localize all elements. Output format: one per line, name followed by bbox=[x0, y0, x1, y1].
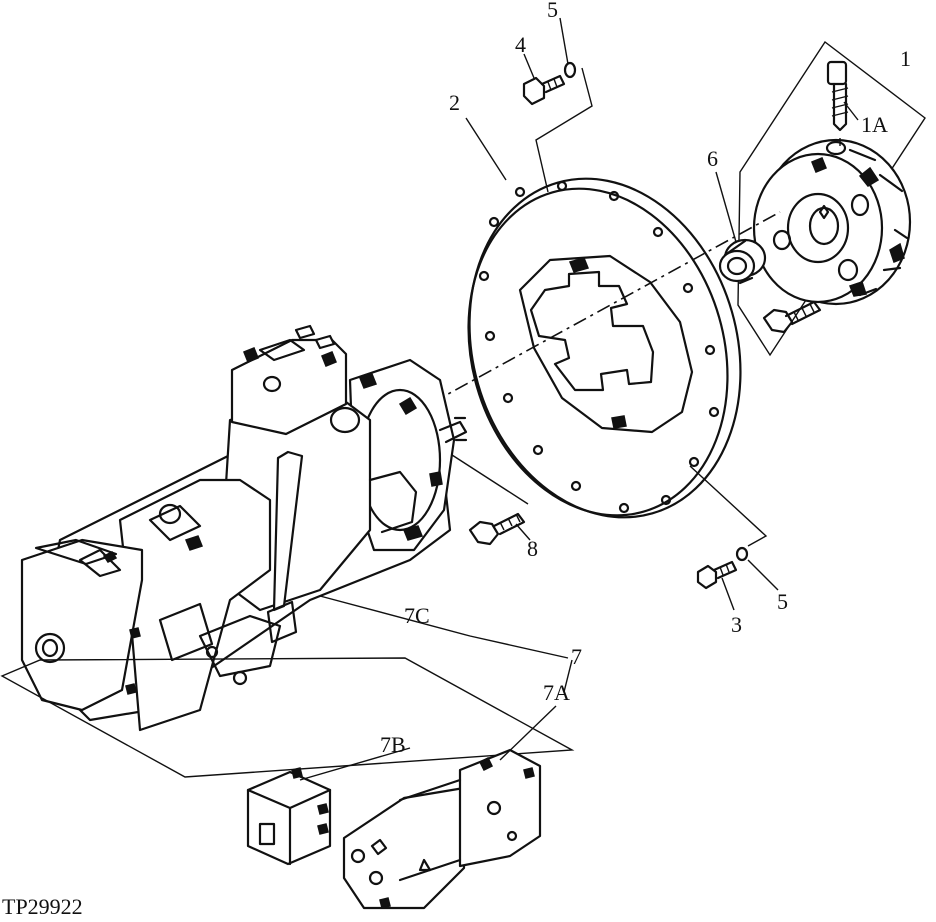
bolt-part-8 bbox=[468, 512, 526, 546]
leader-screw-3-to-plate bbox=[689, 465, 768, 547]
callout-7b: 7B bbox=[380, 732, 406, 757]
callout-7a: 7A bbox=[543, 680, 570, 705]
screw-part-3 bbox=[696, 560, 738, 590]
callout-1a: 1A bbox=[861, 112, 888, 137]
screw-part-4 bbox=[522, 74, 566, 106]
flywheel-bolt-holes bbox=[478, 180, 720, 514]
leader-6 bbox=[715, 171, 737, 243]
gear-pump-part-7a bbox=[342, 748, 542, 910]
coupling-assembly-group bbox=[737, 40, 926, 357]
callout-7: 7 bbox=[571, 644, 582, 669]
bushing-part-6 bbox=[718, 238, 767, 285]
leader-7a bbox=[499, 705, 557, 761]
flywheel-plate bbox=[467, 177, 742, 519]
leader-4 bbox=[523, 53, 535, 79]
center-axis-line bbox=[407, 211, 781, 417]
leader-8 bbox=[515, 523, 531, 541]
lock-washer-part-5-right bbox=[735, 546, 749, 562]
valve-block-part-7b bbox=[246, 767, 332, 866]
callout-5-top: 5 bbox=[547, 0, 558, 22]
lock-washer-part-5-top bbox=[563, 61, 577, 79]
callout-5-right: 5 bbox=[777, 589, 788, 614]
leader-screw-4-to-plate bbox=[535, 67, 593, 193]
callout-8: 8 bbox=[527, 536, 538, 561]
callout-3: 3 bbox=[731, 612, 742, 637]
hydraulic-pump-assembly bbox=[20, 324, 468, 732]
leader-7c bbox=[319, 595, 569, 659]
leader-7 bbox=[563, 659, 573, 693]
leader-2 bbox=[465, 117, 507, 181]
leader-5-right bbox=[747, 559, 779, 591]
callout-4: 4 bbox=[515, 32, 526, 57]
pump-group-bracket bbox=[0, 657, 575, 778]
leader-3 bbox=[721, 577, 735, 611]
leader-5-top bbox=[559, 17, 569, 65]
callout-1: 1 bbox=[900, 46, 911, 71]
coupling-cap-screw-1a bbox=[826, 60, 849, 146]
callout-2: 2 bbox=[449, 90, 460, 115]
leader-1a bbox=[843, 101, 859, 121]
coupling-bolt-lower bbox=[762, 300, 822, 334]
callout-6: 6 bbox=[707, 146, 718, 171]
callout-7c: 7C bbox=[404, 603, 430, 628]
leader-7b bbox=[299, 747, 411, 781]
figure-id: TP29922 bbox=[2, 894, 83, 917]
coupling-hub bbox=[752, 138, 912, 306]
